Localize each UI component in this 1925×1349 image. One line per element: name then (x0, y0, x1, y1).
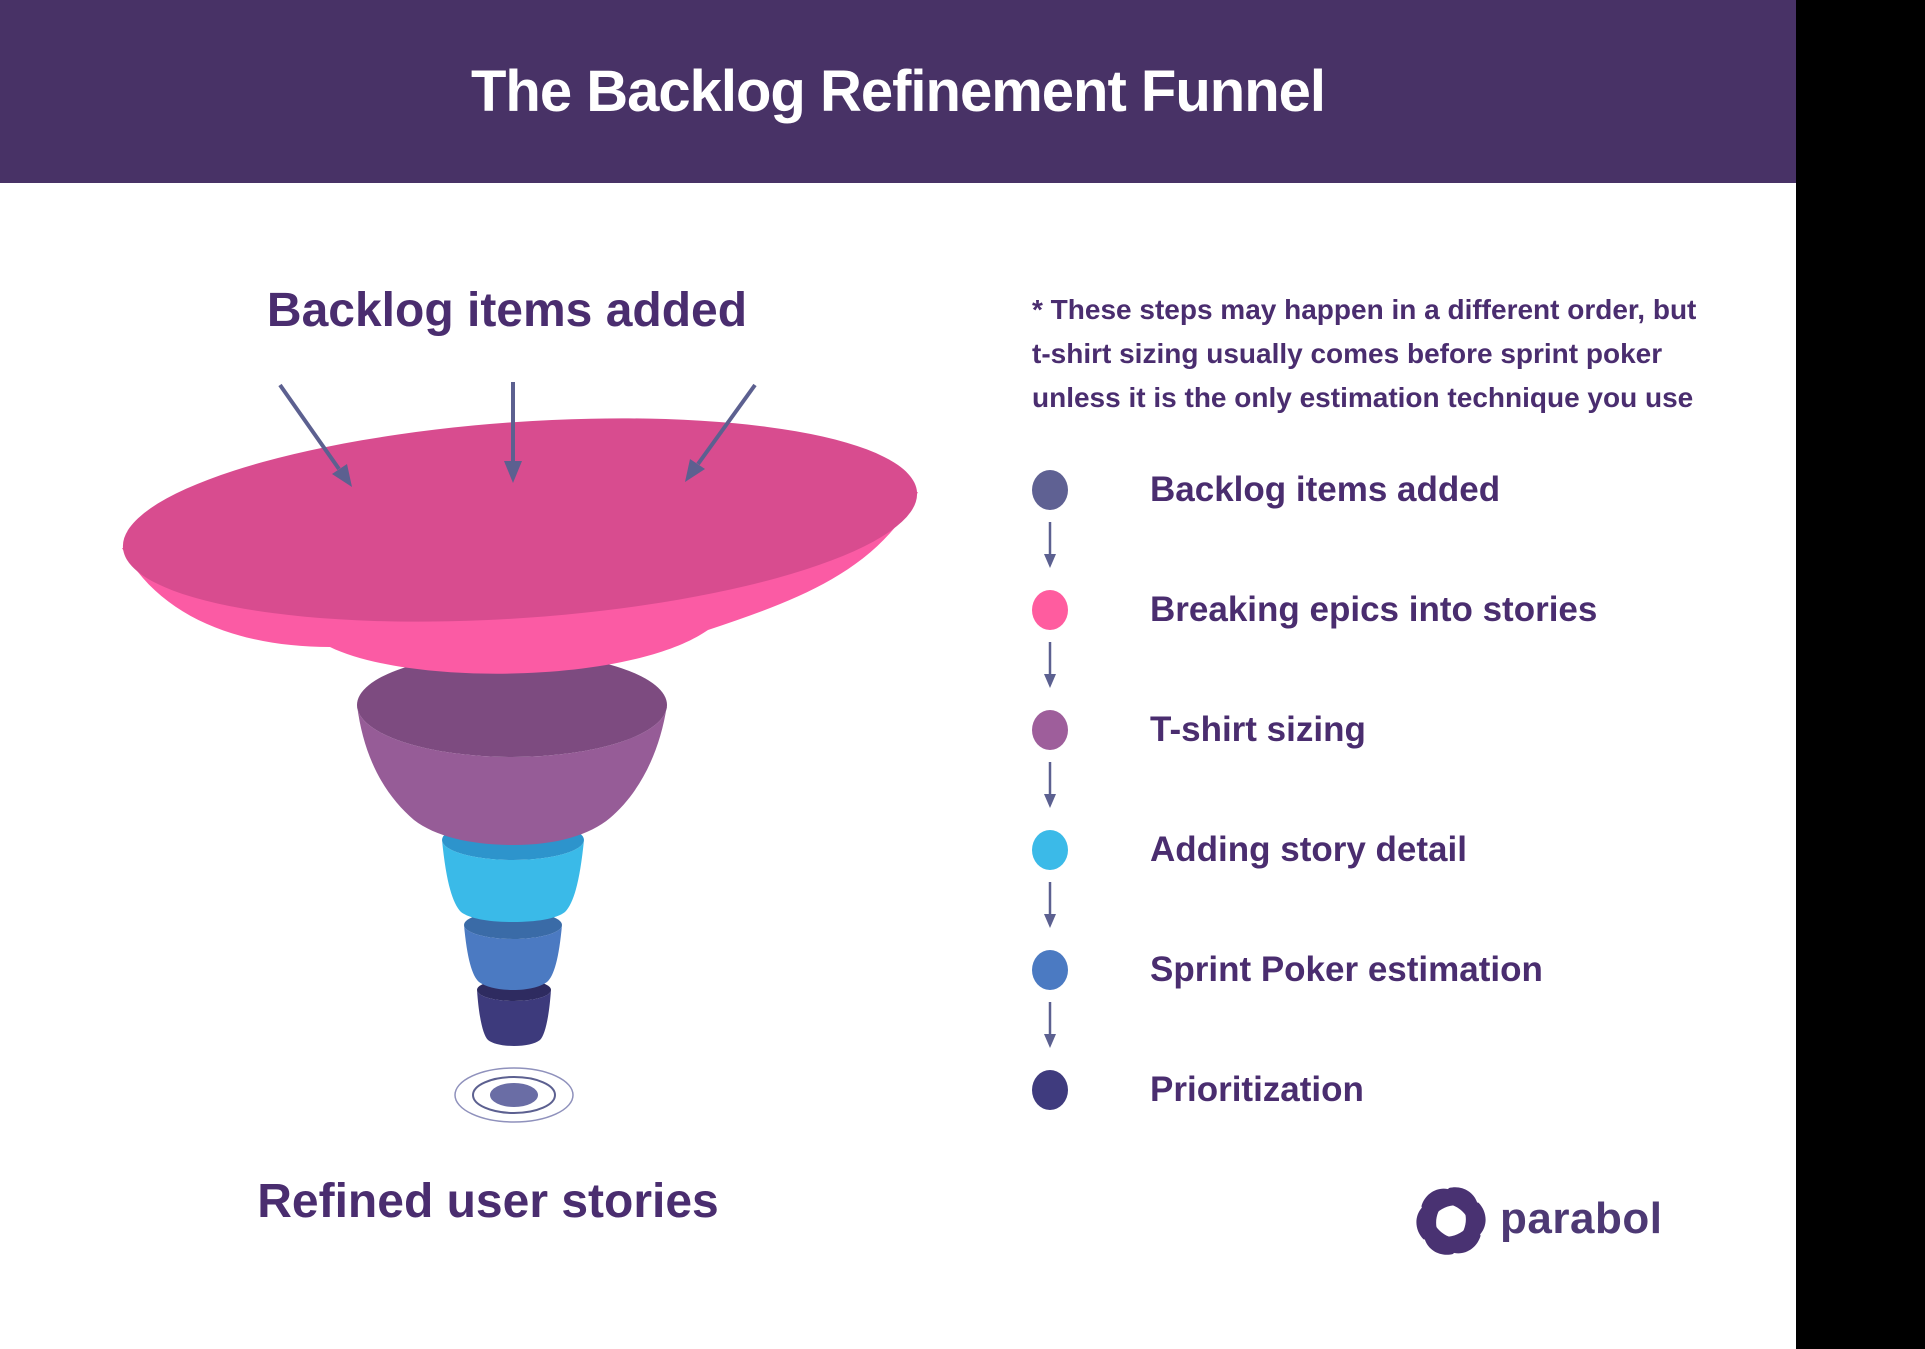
legend-dot-poker (1032, 950, 1068, 990)
page-title: The Backlog Refinement Funnel (471, 59, 1326, 124)
legend-dot-detail (1032, 830, 1068, 870)
disclaimer-line: t-shirt sizing usually comes before spri… (1032, 338, 1663, 369)
funnel-stage-epics-top (122, 418, 918, 622)
funnel-stage-tshirt-body (357, 705, 667, 845)
content-area: The Backlog Refinement Funnel Backlog it… (0, 0, 1796, 1349)
output-ripples (454, 1067, 574, 1123)
legend-label-backlog: Backlog items added (1150, 470, 1501, 509)
legend-label-detail: Adding story detail (1150, 830, 1467, 869)
legend-dot-backlog (1032, 470, 1068, 510)
disclaimer-line: * These steps may happen in a different … (1032, 294, 1697, 325)
brand-lockup: parabol (1416, 1186, 1746, 1256)
legend-dot-tshirt (1032, 710, 1068, 750)
down-arrow-icon (1044, 882, 1056, 928)
legend-label-epics: Breaking epics into stories (1150, 590, 1598, 629)
legend-label-poker: Sprint Poker estimation (1150, 950, 1543, 989)
parabol-logo-icon (1416, 1187, 1486, 1255)
inflow-arrows (278, 382, 757, 487)
funnel-illustration (122, 382, 918, 1123)
legend-dot-epics (1032, 590, 1068, 630)
legend-label-tshirt: T-shirt sizing (1150, 710, 1366, 749)
down-arrow-icon (1044, 1002, 1056, 1048)
down-arrow-icon (1044, 642, 1056, 688)
funnel-output-label: Refined user stories (257, 1175, 719, 1228)
funnel-stage-poker-body (464, 925, 562, 990)
funnel-stage-tshirt-lip (357, 653, 667, 757)
down-arrow-icon (1044, 762, 1056, 808)
funnel-stage-detail-body (442, 840, 584, 922)
header-bar: The Backlog Refinement Funnel (0, 0, 1796, 183)
funnel-input-label: Backlog items added (266, 284, 748, 337)
brand-name: parabol (1500, 1194, 1663, 1243)
legend-label-prioritization: Prioritization (1150, 1070, 1364, 1109)
disclaimer-line: unless it is the only estimation techniq… (1032, 382, 1694, 413)
legend-dot-prioritization (1032, 1070, 1068, 1110)
funnel-stage-prioritization-body (477, 990, 551, 1046)
down-arrow-icon (1044, 522, 1056, 568)
disclaimer-note: * These steps may happen in a different … (1032, 288, 1732, 420)
